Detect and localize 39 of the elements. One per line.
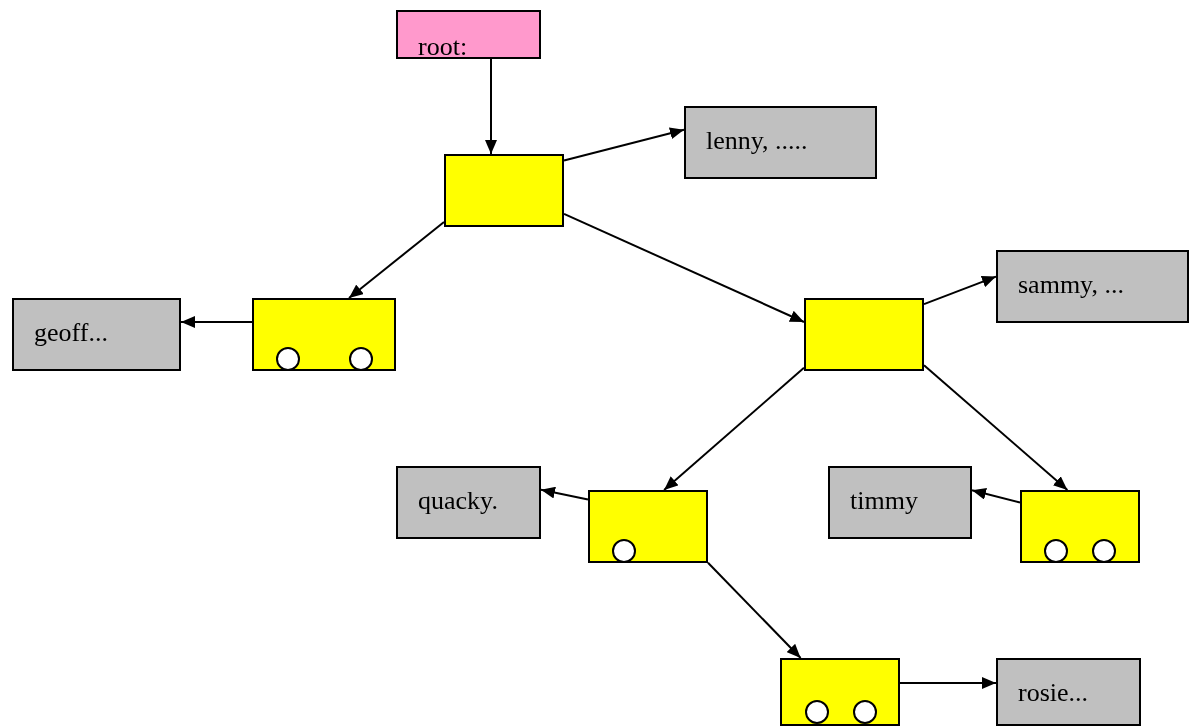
arrow bbox=[923, 364, 1069, 491]
data-box bbox=[828, 466, 972, 539]
data-box bbox=[996, 250, 1189, 323]
null-circle bbox=[805, 700, 829, 724]
null-circle bbox=[276, 347, 300, 371]
arrow bbox=[707, 561, 802, 659]
tree-node-box bbox=[804, 298, 924, 371]
null-circle bbox=[1092, 539, 1116, 563]
node-label: quacky. bbox=[418, 488, 498, 514]
data-box bbox=[684, 106, 877, 179]
node-label: sammy, ... bbox=[1018, 272, 1124, 298]
node-label: rosie... bbox=[1018, 680, 1089, 706]
arrow bbox=[485, 58, 497, 155]
null-circle bbox=[349, 347, 373, 371]
tree-node-box bbox=[780, 658, 900, 726]
tree-node-box bbox=[1020, 490, 1140, 563]
node-label: timmy bbox=[850, 488, 918, 514]
arrow bbox=[899, 677, 997, 689]
pointer-box bbox=[396, 10, 541, 59]
arrow bbox=[663, 366, 805, 491]
arrow bbox=[563, 127, 685, 162]
node-label: lenny, ..... bbox=[706, 128, 808, 154]
data-box bbox=[12, 298, 181, 371]
data-box bbox=[396, 466, 541, 539]
tree-node-box bbox=[252, 298, 396, 371]
arrow bbox=[180, 316, 253, 328]
tree-node-box bbox=[588, 490, 708, 563]
node-label: geoff... bbox=[34, 320, 108, 346]
arrow bbox=[971, 487, 1021, 504]
node-label: root: bbox=[418, 34, 468, 60]
arrow bbox=[923, 275, 997, 306]
arrow bbox=[540, 486, 589, 501]
data-box bbox=[996, 658, 1141, 726]
null-circle bbox=[853, 700, 877, 724]
null-circle bbox=[612, 539, 636, 563]
tree-node-box bbox=[444, 154, 564, 227]
null-circle bbox=[1044, 539, 1068, 563]
arrow bbox=[563, 212, 805, 323]
arrow bbox=[348, 221, 445, 299]
